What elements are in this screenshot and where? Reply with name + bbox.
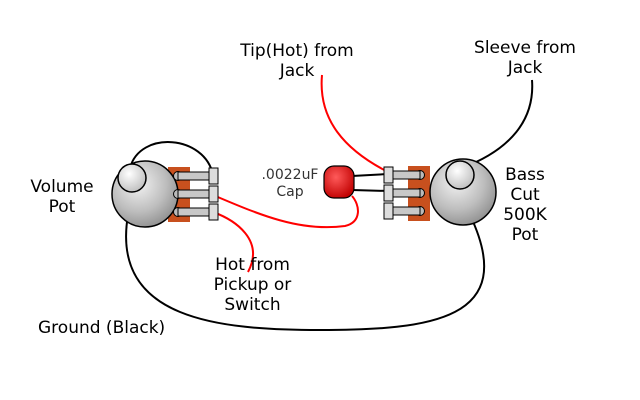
volume-label: Volume Pot [22, 177, 102, 217]
hot-label: Hot from Pickup or Switch [200, 255, 305, 315]
capacitor [323, 165, 355, 199]
cap-label-line2: Cap [276, 184, 304, 200]
volume-label-line2: Pot [48, 197, 76, 217]
cap-label: .0022uF Cap [252, 167, 328, 201]
sleeve-label-line1: Sleeve from [474, 38, 576, 58]
tip-label: Tip(Hot) from Jack [232, 41, 362, 81]
pickup-hot-wire [212, 211, 254, 273]
hot-label-line2: Pickup or [213, 275, 292, 295]
bass-label-line2: Cut [510, 185, 540, 205]
sleeve-wire [461, 79, 534, 169]
sleeve-label-line2: Jack [507, 58, 543, 78]
hot-label-line3: Switch [224, 295, 281, 315]
volume-to-cap-wire [212, 194, 359, 229]
bass-pot-knob [445, 160, 475, 190]
cap-label-line1: .0022uF [261, 167, 319, 183]
ground-label-text: Ground (Black) [38, 318, 166, 338]
ground-wire [125, 214, 485, 332]
bass-label-line1: Bass [505, 165, 545, 185]
hot-label-line1: Hot from [215, 255, 290, 275]
sleeve-label: Sleeve from Jack [465, 38, 585, 78]
cap-lead-bottom [351, 189, 389, 192]
volume-pot-knob [117, 163, 147, 193]
volume-ground-jumper [129, 141, 214, 176]
tip-label-line2: Jack [279, 61, 315, 81]
bass-label-line4: Pot [511, 225, 539, 245]
volume-label-line1: Volume [30, 177, 94, 197]
cap-lead-top [351, 173, 389, 177]
tip-hot-wire [320, 74, 389, 173]
ground-label: Ground (Black) [38, 318, 165, 338]
tip-label-line1: Tip(Hot) from [240, 41, 354, 61]
bass-label: Bass Cut 500K Pot [495, 165, 555, 245]
bass-lugs [383, 166, 425, 220]
bass-label-line3: 500K [503, 205, 547, 225]
volume-lugs [173, 167, 219, 221]
